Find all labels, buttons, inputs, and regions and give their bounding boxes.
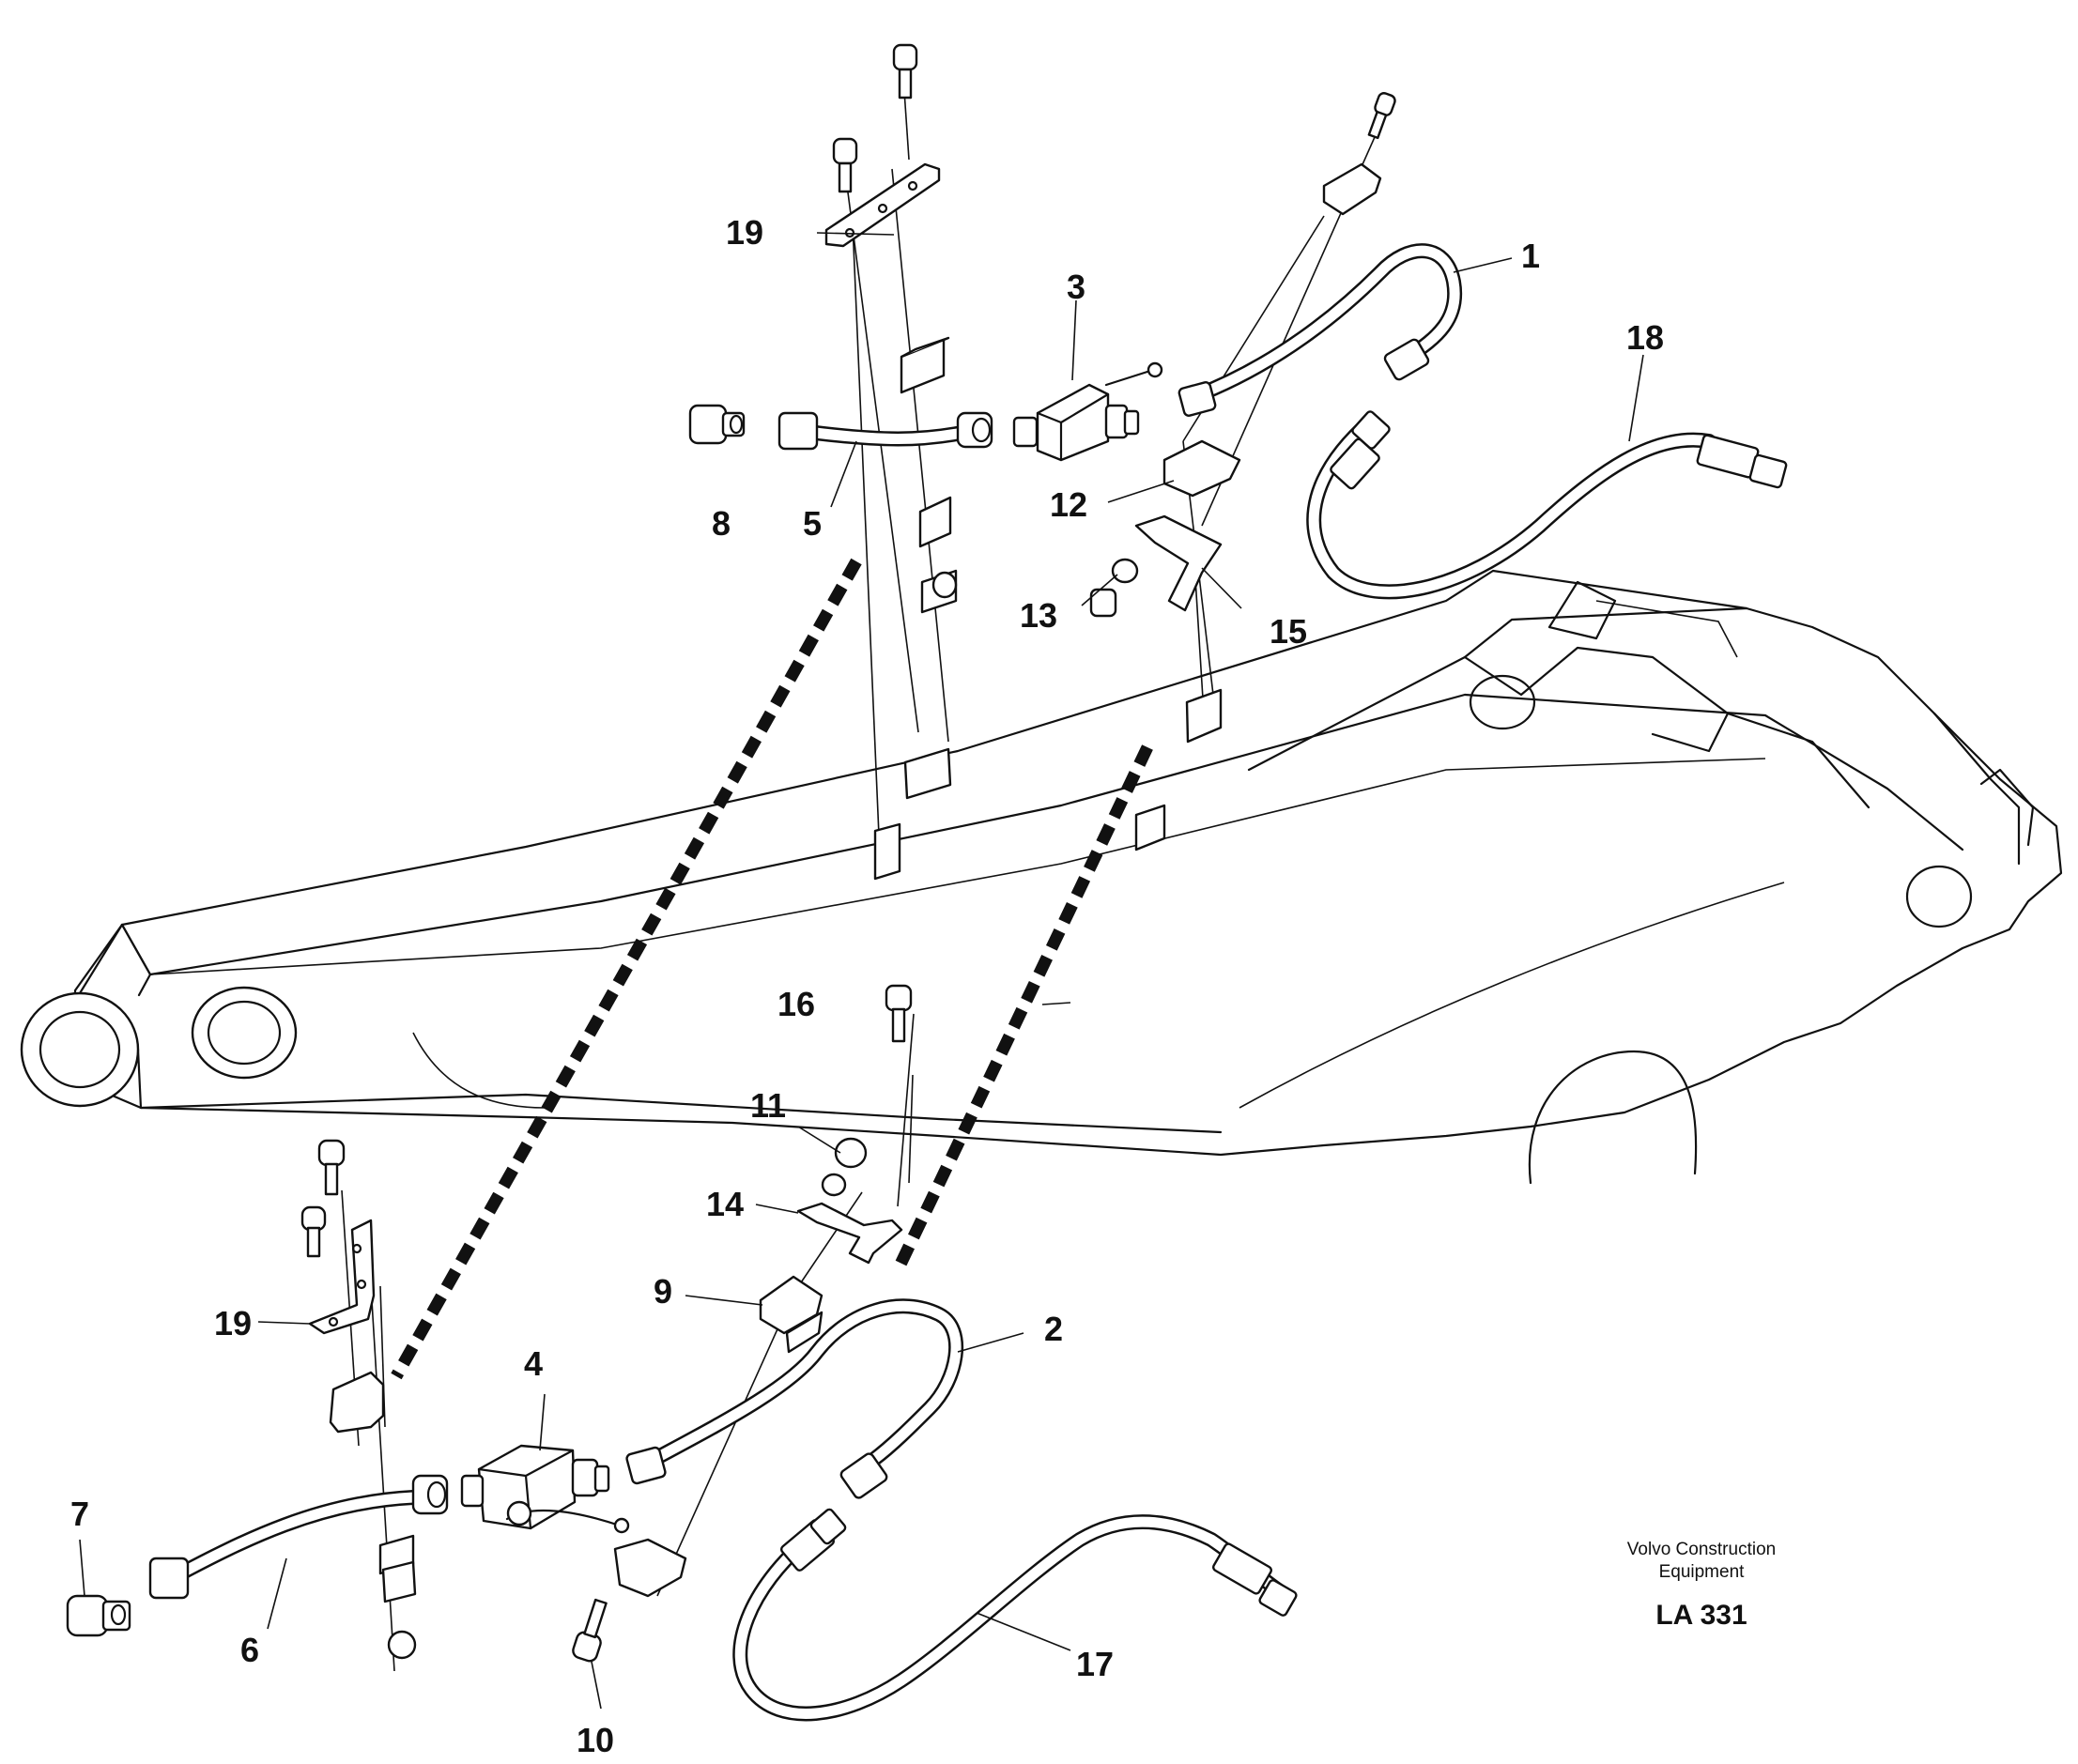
callout-4: 4	[524, 1344, 543, 1383]
leader-lines	[79, 232, 1644, 1710]
callout-11: 11	[750, 1086, 786, 1125]
upper-bolts	[832, 43, 1396, 193]
callout-16: 16	[777, 985, 815, 1023]
callout-3: 3	[1067, 268, 1085, 306]
callout-12: 12	[1050, 485, 1087, 524]
caption-company-line2: Equipment	[1659, 1562, 1746, 1582]
plug-8	[688, 404, 746, 445]
callout-labels: 1 2 3 4 5 6 7 8 9 10 11 12 13 14 15 16 1…	[70, 213, 1664, 1759]
callout-19-lower: 19	[214, 1304, 252, 1342]
nuts-13	[1089, 558, 1139, 618]
caption-drawing-code: LA 331	[1655, 1600, 1747, 1631]
upper-hose-assembly	[688, 43, 1788, 881]
boom-arm	[20, 569, 2063, 1185]
bracket-19-lower	[300, 1139, 417, 1660]
bolt-10	[572, 1598, 608, 1663]
caption-block: Volvo Construction Equipment LA 331	[1627, 1540, 1776, 1631]
pipe-5	[777, 411, 993, 451]
callout-6: 6	[240, 1631, 259, 1669]
callout-14: 14	[706, 1185, 744, 1223]
hose-17	[732, 1508, 1298, 1722]
callout-5: 5	[803, 504, 822, 543]
callout-18: 18	[1626, 318, 1664, 357]
caption-company-line1: Volvo Construction	[1627, 1540, 1776, 1559]
hose-2	[625, 1298, 964, 1499]
hose-1	[1178, 243, 1463, 417]
bracket-14	[796, 1202, 903, 1265]
lower-hose-assembly	[66, 984, 1298, 1722]
pipe-6	[148, 1474, 449, 1600]
valve-3	[1012, 361, 1163, 462]
plug-7	[66, 1594, 131, 1637]
valve-4	[460, 1444, 630, 1534]
callout-7: 7	[70, 1495, 89, 1533]
callout-13: 13	[1020, 596, 1057, 635]
bracket-15	[1134, 514, 1223, 612]
callout-2: 2	[1044, 1310, 1063, 1348]
callout-19-upper: 19	[726, 213, 763, 252]
upper-clamps	[873, 162, 1382, 881]
callout-9: 9	[654, 1272, 672, 1311]
hose-18	[1306, 410, 1788, 600]
nuts-11	[821, 1137, 868, 1197]
clamp-9	[613, 1275, 824, 1598]
callout-1: 1	[1521, 237, 1540, 275]
callout-15: 15	[1270, 612, 1307, 651]
callout-8: 8	[712, 504, 731, 543]
callout-17: 17	[1076, 1645, 1114, 1683]
hose-routing-dashed	[391, 558, 1153, 1380]
center-lines	[341, 76, 1391, 1672]
bolt-16	[885, 984, 913, 1043]
callout-10: 10	[577, 1721, 614, 1759]
